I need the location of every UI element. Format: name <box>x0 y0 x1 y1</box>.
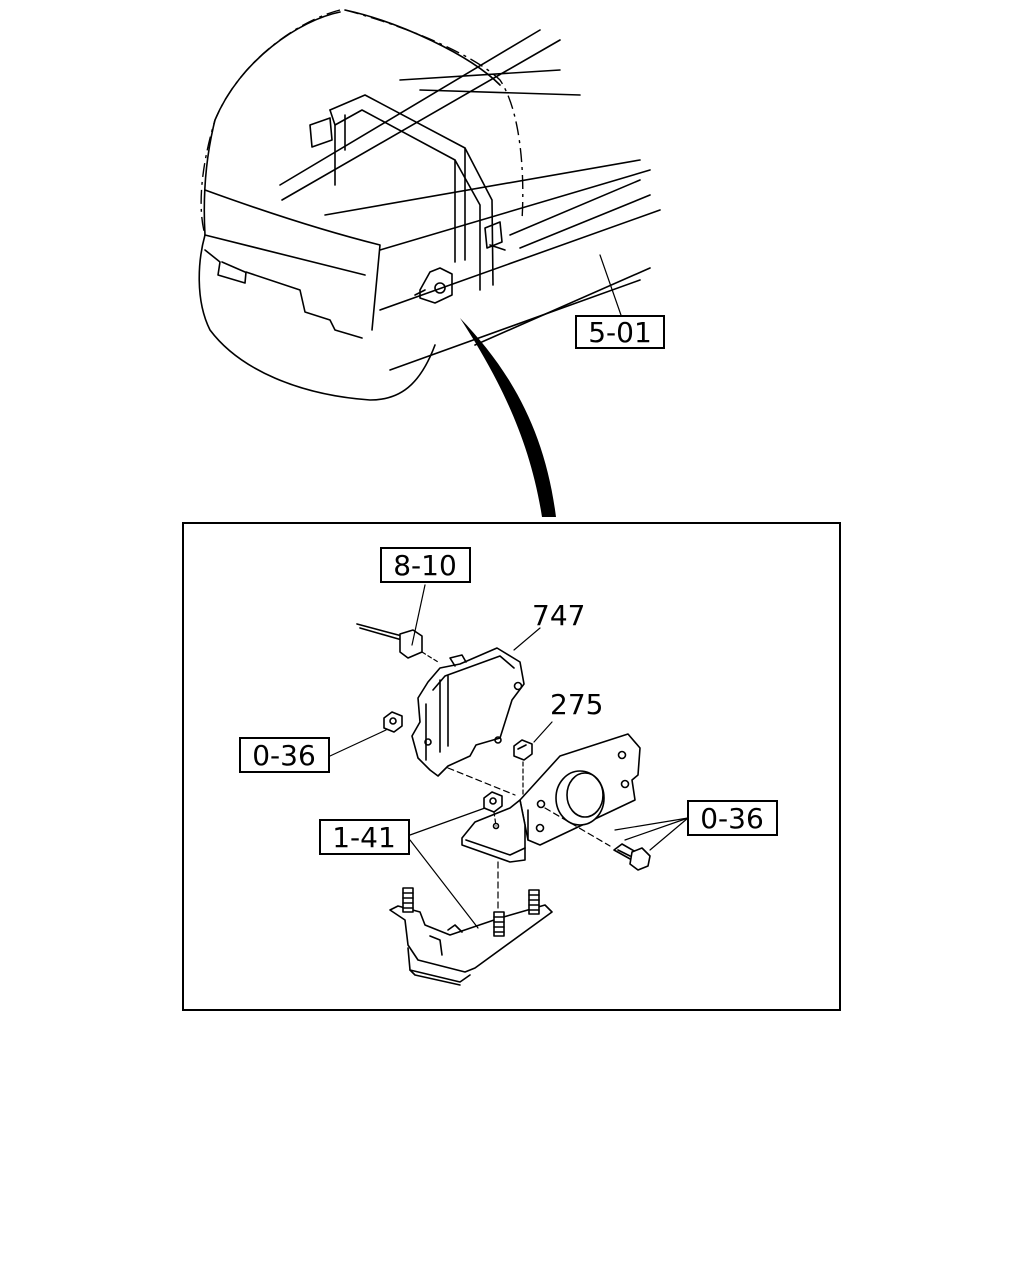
ref-label-8-10: 8-10 <box>380 547 471 583</box>
flange-nut-275 <box>513 721 553 801</box>
ref-label-0-36-right-text: 0-36 <box>700 802 764 835</box>
bracket <box>461 799 526 863</box>
ref-label-0-36-right: 0-36 <box>687 800 778 836</box>
ref-label-0-36-left-text: 0-36 <box>252 739 316 772</box>
detail-frame <box>182 522 841 1011</box>
ref-label-5-01-text: 5-01 <box>588 316 652 349</box>
ref-label-1-41-text: 1-41 <box>332 821 396 854</box>
lower-bracket <box>389 861 553 986</box>
part-number-747: 747 <box>532 599 585 632</box>
ref-label-5-01: 5-01 <box>575 315 665 349</box>
ref-label-0-36-left: 0-36 <box>239 737 330 773</box>
detail-view <box>329 584 689 986</box>
part-number-275: 275 <box>550 688 603 721</box>
left-nut <box>329 711 403 757</box>
detail-callout-arc <box>460 318 556 517</box>
ref-label-1-41: 1-41 <box>319 819 410 855</box>
mounting-plate <box>519 733 641 846</box>
bolt <box>544 807 651 871</box>
ref-label-8-10-text: 8-10 <box>393 549 457 582</box>
control-module <box>411 627 541 777</box>
harness-connector <box>356 584 439 663</box>
cab-overview <box>198 9 661 401</box>
